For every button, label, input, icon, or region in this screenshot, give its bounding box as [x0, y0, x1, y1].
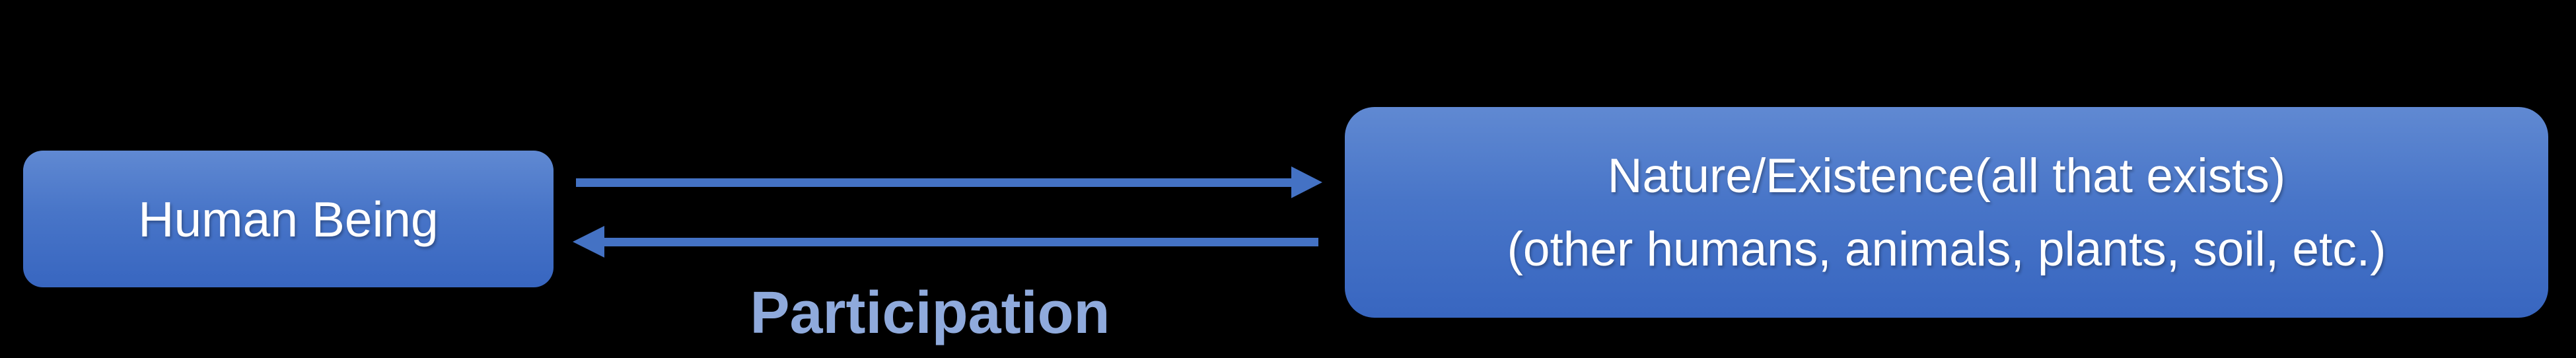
arrow-right-head-icon	[1291, 166, 1322, 198]
human-being-node: Human Being	[23, 151, 554, 287]
nature-existence-node: Nature/Existence(all that exists) (other…	[1345, 107, 2548, 318]
participation-label: Participation	[750, 280, 1110, 346]
human-being-label: Human Being	[138, 191, 439, 247]
arrow-human-to-nature-shaft	[576, 178, 1291, 187]
arrow-nature-to-human-shaft	[604, 238, 1318, 246]
arrow-left-head-icon	[573, 226, 604, 258]
nature-label-line1: Nature/Existence(all that exists)	[1607, 149, 2286, 203]
nature-label-line2: (other humans, animals, plants, soil, et…	[1507, 222, 2386, 276]
